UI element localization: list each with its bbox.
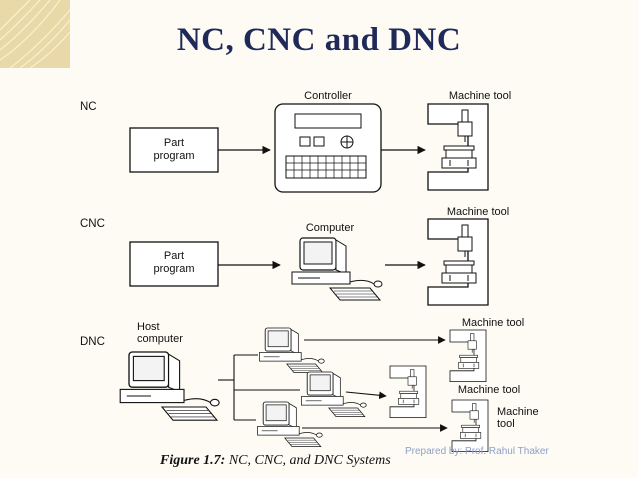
dnc-machine-tool-c [451,399,489,452]
cnc-row-label: CNC [80,218,105,230]
nc-controller-unit [274,103,382,193]
dnc-network-lines [218,354,300,421]
nc-machine-tool-label: Machine tool [449,90,511,102]
dnc-row-label: DNC [80,336,105,348]
figure-number: Figure 1.7: [160,453,226,468]
dnc-machine-tool-c-label-1: Machine [497,406,539,418]
nc-row-label: NC [80,101,97,113]
dnc-host-computer [119,351,220,421]
nc-part-label: Part [164,137,184,149]
dnc-machine-tool-b-label: Machine tool [458,384,520,396]
cnc-part-label: Part [164,250,184,262]
nc-program-label: program [154,150,195,162]
nc-machine-tool [427,103,489,191]
dnc-machine-tool-c-label-2: tool [497,418,515,430]
cnc-machine-tool [427,218,489,306]
dnc-machine-tool-a [449,329,487,382]
dnc-machine-tool-a-label: Machine tool [462,317,524,329]
dnc-host-computer-label: computer [137,333,183,345]
dnc-host-label: Host [137,321,160,333]
dnc-computer-1 [259,327,325,374]
cnc-part-program-box: Part program [129,241,219,287]
nc-controller-label: Controller [304,90,352,102]
dnc-computer-3 [257,401,323,448]
dnc-machine-tool-b [389,365,427,418]
cnc-computer-label: Computer [306,222,355,234]
nc-part-program-box: Part program [129,127,219,173]
cnc-program-label: program [154,263,195,275]
dnc-arrow-2 [345,391,387,400]
cnc-computer [291,237,383,301]
figure-caption-text: NC, CNC, and DNC Systems [228,453,391,468]
cnc-machine-tool-label: Machine tool [447,206,509,218]
corner-decoration [0,0,70,68]
slide-title: NC, CNC and DNC [176,22,462,58]
figure-caption: Figure 1.7: NC, CNC, and DNC Systems [160,453,391,469]
footer-credit: Prepared by: Prof. Rahul Thaker [405,446,549,457]
dnc-computer-2 [301,371,367,418]
